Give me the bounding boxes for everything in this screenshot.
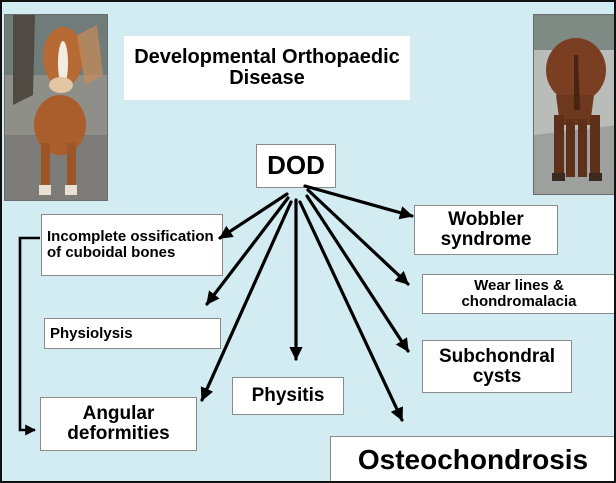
arrow-to-wear-lines <box>308 190 408 284</box>
arrow-to-angular-deformities <box>202 202 291 400</box>
arrow-to-physiolysis <box>207 198 288 304</box>
arrow-to-osteochondrosis <box>300 202 402 420</box>
bracket-connector <box>20 238 40 430</box>
